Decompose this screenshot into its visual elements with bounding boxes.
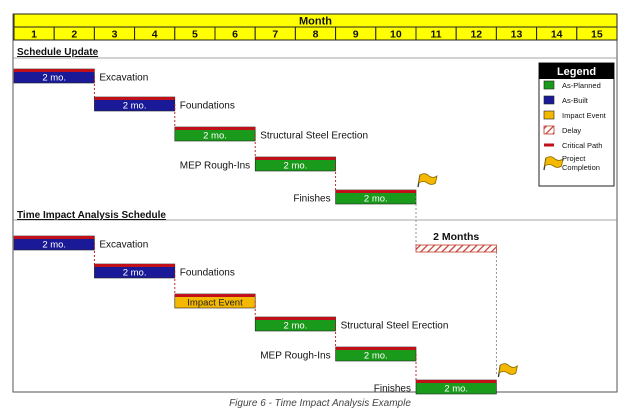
task-label: MEP Rough-Ins [180, 161, 250, 172]
section-1: Schedule Update 2 mo. Excavation 2 mo. Found… [13, 47, 617, 205]
month-number-12: 12 [470, 29, 482, 41]
delay-indicator: 2 Months [415, 196, 497, 374]
task-bar-text: 2 mo. [42, 240, 66, 251]
task-row: 2 mo. Finishes [374, 354, 497, 395]
month-number-8: 8 [313, 29, 319, 41]
task-row: 2 mo. Foundations [93, 243, 235, 279]
legend-swatch [543, 95, 555, 105]
task-bar-text: 2 mo. [123, 268, 147, 279]
legend-flag-icon [543, 156, 564, 171]
legend-title-bar [539, 63, 614, 79]
task-bar-text: 2 mo. [284, 321, 308, 332]
month-number-5: 5 [192, 29, 198, 41]
legend-item-impact: Impact Event [543, 110, 607, 120]
legend-label: Impact Event [562, 111, 607, 120]
task-bar-text: 2 mo. [203, 131, 227, 142]
month-number-3: 3 [112, 29, 118, 41]
month-number-9: 9 [353, 29, 359, 41]
task-label: Finishes [374, 384, 411, 395]
delay-bar [415, 244, 497, 253]
critical-path-stripe [14, 69, 95, 72]
legend-swatch [544, 143, 554, 147]
month-number-7: 7 [272, 29, 278, 41]
month-number-2: 2 [71, 29, 77, 41]
critical-path-stripe [174, 294, 256, 297]
critical-path-stripe [94, 97, 175, 100]
task-bar-text: 2 mo. [123, 101, 147, 112]
section-2: Time Impact Analysis Schedule 2 mo. Excava… [13, 210, 617, 395]
month-number-11: 11 [431, 29, 442, 41]
legend-label-line1: Project [562, 154, 586, 163]
task-label: Excavation [99, 73, 148, 84]
month-header-label: Month [299, 16, 332, 28]
task-label: Foundations [180, 268, 235, 279]
task-label: Foundations [180, 101, 235, 112]
legend-label: As-Built [562, 96, 589, 105]
critical-path-stripe [14, 236, 95, 239]
task-row: 2 mo. Structural Steel Erection [254, 301, 449, 332]
month-cell-15 [576, 26, 618, 41]
legend-item-delay: Delay [543, 125, 581, 135]
task-label: Excavation [99, 240, 148, 251]
critical-path-stripe [335, 190, 416, 193]
task-label: Finishes [293, 194, 330, 205]
flag-cloth [498, 363, 519, 375]
legend-item-as-planned: As-Planned [543, 80, 601, 90]
legend-item-critical: Critical Path [544, 141, 602, 150]
task-row: 2 mo. Excavation [13, 68, 148, 84]
critical-path-stripe [416, 380, 497, 383]
task-bar-text: Impact Event [187, 298, 243, 309]
legend-swatch [543, 125, 555, 135]
month-number-1: 1 [31, 29, 37, 41]
project-completion-flag-icon [417, 173, 438, 188]
task-bar-text: 2 mo. [364, 194, 388, 205]
legend-swatch [543, 110, 555, 120]
month-number-6: 6 [232, 29, 238, 41]
month-number-15: 15 [591, 29, 603, 41]
task-label: Structural Steel Erection [341, 321, 449, 332]
figure-caption: Figure 6 - Time Impact Analysis Example [229, 398, 411, 409]
task-label: Structural Steel Erection [260, 131, 368, 142]
legend-label-line2: Completion [562, 163, 600, 172]
month-number-4: 4 [152, 29, 158, 41]
critical-path-stripe [174, 127, 256, 130]
month-number-10: 10 [390, 29, 402, 41]
legend-swatch [543, 80, 555, 90]
task-bar-text: 2 mo. [364, 351, 388, 362]
critical-path-stripe [255, 157, 336, 160]
critical-path-stripe [255, 317, 336, 320]
legend-label: Delay [562, 126, 581, 135]
critical-path-stripe [335, 347, 416, 350]
task-row: 2 mo. Finishes [293, 164, 417, 205]
section-title: Schedule Update [17, 47, 99, 58]
legend-item-as-built: As-Built [543, 95, 589, 105]
task-bar-text: 2 mo. [42, 73, 66, 84]
month-number-14: 14 [551, 29, 563, 41]
schedule-sections: Schedule Update 2 mo. Excavation 2 mo. Found… [13, 47, 617, 395]
flag-cloth [543, 156, 564, 168]
delay-label: 2 Months [433, 231, 479, 243]
task-label: MEP Rough-Ins [260, 351, 330, 362]
project-completion-flag-icon [497, 363, 519, 378]
legend-title: Legend [557, 66, 596, 78]
task-bar-text: 2 mo. [284, 161, 308, 172]
legend-label: As-Planned [562, 81, 601, 90]
section-title: Time Impact Analysis Schedule [17, 210, 166, 221]
critical-path-stripe [94, 264, 175, 267]
task-row: 2 mo. Excavation [13, 235, 148, 251]
legend-label: Critical Path [562, 141, 602, 150]
flag-cloth [417, 173, 438, 185]
task-bar-text: 2 mo. [444, 384, 468, 395]
month-number-13: 13 [511, 29, 523, 41]
task-row: Impact Event [174, 271, 256, 309]
